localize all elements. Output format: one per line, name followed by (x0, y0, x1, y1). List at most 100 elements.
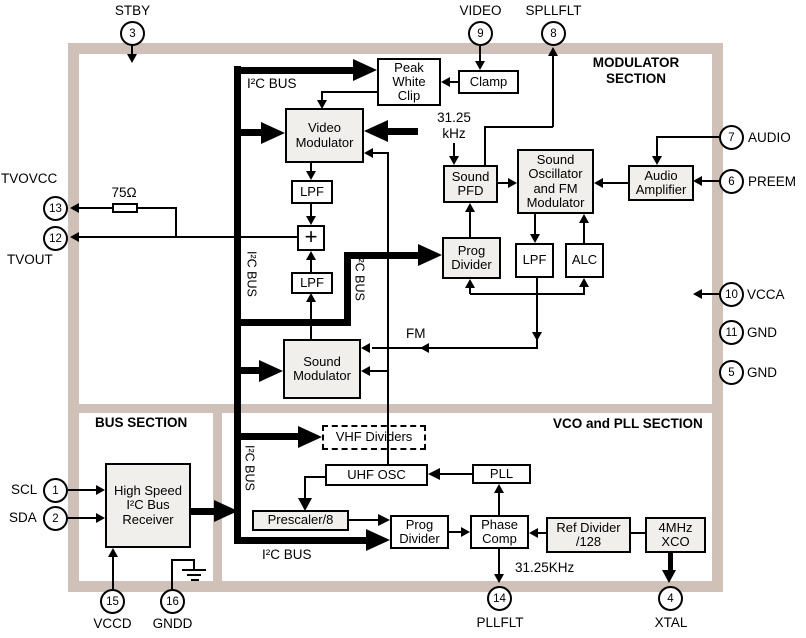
arrowhead (127, 54, 137, 63)
pin-label-gnd-5: GND (747, 365, 777, 380)
pin-label-vcca: VCCA (747, 287, 785, 302)
arrowhead (361, 343, 370, 353)
wire (668, 553, 673, 573)
wire (241, 129, 261, 136)
wire (349, 519, 381, 521)
arrowhead (579, 214, 589, 223)
wire (304, 476, 306, 502)
prog-divider-pll-block: Prog Divider (390, 515, 449, 549)
i2c-receiver-block: High Speed I²C Bus Receiver (105, 463, 191, 548)
wire (241, 319, 351, 326)
pin-label-scl: SCL (11, 482, 38, 497)
arrowhead (532, 332, 542, 341)
i2c-bus-label: I²C BUS (244, 251, 259, 297)
wire (498, 492, 500, 515)
arrowhead (259, 360, 283, 382)
pin-circle-gndd: 16 (160, 589, 185, 614)
arrowhead (420, 343, 429, 353)
wire (344, 252, 351, 326)
wire (351, 252, 418, 259)
wire (234, 66, 241, 544)
wire (310, 163, 312, 173)
arrowhead (418, 244, 442, 266)
sound-modulator-block: Sound Modulator (283, 339, 361, 399)
arrowhead (529, 528, 538, 538)
uhf-osc-block: UHF OSC (325, 464, 428, 486)
arrowhead (475, 61, 485, 70)
wire (372, 347, 537, 349)
pin-label-audio: AUDIO (748, 130, 791, 145)
pin-label-tvovcc: TVOVCC (1, 171, 58, 186)
arrowhead (306, 293, 316, 302)
section-divider-horizontal (79, 404, 712, 413)
wire (631, 532, 645, 534)
arrowhead (662, 570, 676, 583)
pin-circle-gnd-5: 5 (719, 360, 744, 385)
fm-label: FM (406, 326, 426, 341)
wire (498, 182, 508, 184)
wire (193, 559, 195, 571)
pin-label-gnd-11: GND (747, 325, 777, 340)
wire (175, 207, 177, 238)
arrowhead (96, 513, 105, 523)
arrowhead (494, 574, 504, 583)
audio-amplifier-block: Audio Amplifier (628, 165, 694, 201)
wire (171, 559, 195, 561)
xco-block: 4MHz XCO (645, 517, 706, 553)
pin-circle-xtal: 4 (658, 586, 683, 611)
i2c-bus-label: I²C BUS (247, 76, 297, 91)
pin-circle-scl: 1 (43, 478, 68, 503)
arrowhead (70, 203, 79, 213)
wire (182, 569, 206, 571)
video-modulator-block: Video Modulator (285, 108, 364, 163)
summer-block: + (297, 225, 325, 251)
phase-comp-block: Phase Comp (470, 515, 529, 549)
wire (657, 136, 719, 138)
vco-pll-section-title: VCO and PLL SECTION (553, 416, 703, 431)
arrowhead (693, 289, 702, 299)
75ohm-label: 75Ω (111, 185, 137, 200)
wire (191, 508, 214, 515)
wire (485, 126, 553, 128)
wire (656, 136, 658, 157)
lpf-fm-block: LPF (515, 243, 554, 278)
ground-symbol (171, 561, 173, 589)
wire (241, 433, 298, 440)
wire (131, 45, 133, 56)
pin-label-pllflt: PLLFLT (476, 615, 524, 630)
arrowhead (298, 498, 312, 511)
wire (470, 293, 585, 295)
ref-divider-block: Ref Divider /128 (546, 517, 631, 553)
wire (552, 56, 554, 127)
pll-block: PLL (472, 464, 531, 484)
pin-circle-tvout: 12 (43, 226, 68, 251)
pin-circle-stby: 3 (120, 21, 145, 46)
arrowhead (214, 500, 238, 522)
wire (484, 126, 486, 166)
arrowhead (548, 47, 558, 56)
arrowhead (449, 156, 459, 165)
arrowhead (96, 485, 105, 495)
peak-white-clip-block: Peak White Clip (377, 58, 441, 106)
pin-circle-vcca: 10 (719, 282, 744, 307)
arrowhead (579, 278, 589, 287)
wire (498, 549, 500, 576)
arrowhead (317, 100, 327, 109)
bus-section-title: BUS SECTION (95, 415, 188, 430)
wire (469, 211, 471, 237)
arrowhead (428, 468, 440, 480)
pin-label-stby: STBY (114, 3, 151, 18)
arrowhead (364, 148, 373, 158)
wire (387, 152, 389, 465)
wire (310, 204, 312, 218)
wire (453, 143, 455, 157)
arrowhead (361, 366, 370, 376)
pin-circle-audio: 7 (719, 125, 744, 150)
wire (450, 81, 458, 83)
arrowhead (465, 203, 475, 212)
wire (68, 489, 96, 491)
31-25khz-pll-label: 31.25KHz (515, 560, 575, 575)
wire (534, 214, 536, 235)
wire (241, 67, 353, 74)
arrowhead (378, 514, 390, 526)
